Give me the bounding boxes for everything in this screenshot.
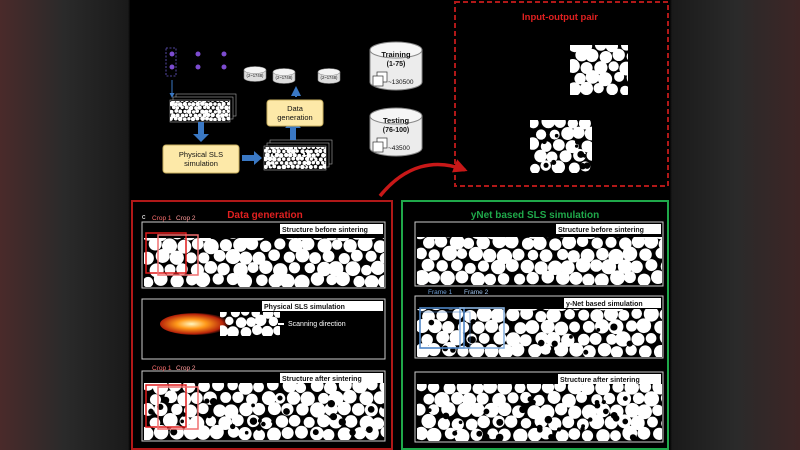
yn-structure-after [417,384,662,441]
scanning-direction-label: Scanning direction [288,321,346,328]
particle-dot-grid [165,47,227,98]
figure-stage: Physical SLS simulation Data generation … [130,0,670,450]
disk-label: (2~1748) [276,75,293,80]
structure-stack-left [169,93,237,123]
yn-structure-sim [417,309,662,357]
training-database-icon: Training (1-75) ~130500 [369,41,423,91]
dg-structure-before [144,238,384,287]
dg-after-label: Structure after sintering [282,376,362,383]
data-generation-line2: generation [277,113,312,122]
dg-crop1-box [145,232,187,274]
dg-crop2-label: Crop 2 [176,215,196,222]
figure: Physical SLS simulation Data generation … [131,1,669,450]
panel-label: c [142,214,146,221]
dg-after-crop2-label: Crop 2 [176,365,196,372]
frame1-label: Frame 1 [428,289,453,296]
curved-red-arrow-icon [378,159,468,198]
testing-range: (76-100) [383,127,409,134]
dg-crop2-box [157,234,199,276]
dg-after-crop1-box [145,384,187,428]
testing-title: Testing [383,116,410,125]
structure-stack-mid [263,139,333,171]
training-range: (1-75) [387,61,406,68]
testing-count: ~43500 [388,145,410,152]
input-output-title: Input-output pair [522,12,598,23]
disk-label: (2~1748) [321,75,338,80]
physical-sls-box [162,144,240,174]
data-generation-panel: Data generation c Structure before sinte… [131,200,393,450]
frame2-box [459,307,505,349]
ynet-title: yNet based SLS simulation [471,210,599,221]
data-generation-line1: Data [287,104,304,113]
training-title: Training [381,50,411,59]
disk-label: (2~1748) [247,73,264,78]
data-generation-box [266,99,324,127]
dg-crop1-label: Crop 1 [152,215,172,222]
melt-pool [160,313,230,335]
yn-down-arrow-2-icon [536,364,544,370]
dg-physical-particles [220,312,280,336]
yn-after-label: Structure after sintering [560,377,640,384]
right-arrow-icon [242,151,262,165]
dg-before-label: Structure before sintering [282,227,368,234]
testing-database-icon: Testing (76-100) ~43500 [369,107,423,157]
yn-structure-before [417,237,662,285]
dg-after-crop2-box [157,386,199,430]
input-output-images [530,45,628,173]
physical-sls-line1: Physical SLS [179,150,223,159]
workflow-top: Physical SLS simulation Data generation … [162,41,423,174]
yn-down-arrow-1-icon [536,291,544,297]
ynet-panel: yNet based SLS simulation Structure befo… [401,200,669,450]
input-output-panel: Input-output pair [454,1,669,187]
frame2-label: Frame 2 [464,289,489,296]
down-arrow-icon [193,122,209,142]
data-generation-title: Data generation [227,210,303,221]
training-count: ~130500 [388,79,414,86]
yn-before-label: Structure before sintering [558,227,644,234]
dg-structure-after [144,383,384,440]
dg-after-crop1-label: Crop 1 [152,365,172,372]
data-disks: (2~1748) (2~1748) (2~1748) [243,66,341,84]
yn-sim-label: y-Net based simulation [566,301,643,308]
physical-sls-line2: simulation [184,159,218,168]
dg-physical-label: Physical SLS simulation [264,304,345,311]
